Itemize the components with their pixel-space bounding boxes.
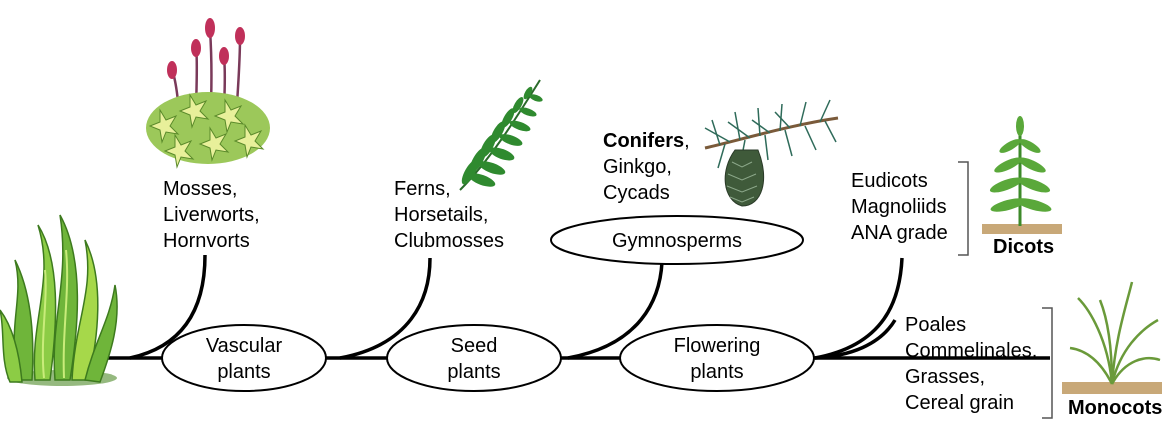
ferns-line-1: Ferns,	[394, 176, 504, 202]
node-vascular-line2: plants	[217, 361, 270, 383]
node-seed-line2: plants	[447, 361, 500, 383]
gymno-line-3: Cycads	[603, 180, 690, 206]
bryophytes-line-2: Liverworts,	[163, 202, 260, 228]
node-flowering-line1: Flowering	[674, 335, 761, 357]
dicot-seedling-icon	[982, 116, 1062, 234]
monocot-line-2: Commelinales,	[905, 338, 1037, 364]
green-algae-icon	[0, 215, 117, 386]
conifer-branch-cone-icon	[705, 100, 838, 206]
monocot-groups-label: Poales Commelinales, Grasses, Cereal gra…	[905, 312, 1037, 416]
bryophytes-label: Mosses, Liverworts, Hornvorts	[163, 176, 260, 254]
ferns-line-3: Clubmosses	[394, 228, 504, 254]
conifers-text: Conifers	[603, 130, 684, 152]
monocot-bracket	[1042, 308, 1052, 418]
node-flowering-line2: plants	[690, 361, 743, 383]
node-vascular-line1: Vascular	[206, 335, 283, 357]
node-seed-line1: Seed	[451, 335, 498, 357]
ferns-label: Ferns, Horsetails, Clubmosses	[394, 176, 504, 254]
monocot-line-4: Cereal grain	[905, 390, 1037, 416]
dicot-groups-label: Eudicots Magnoliids ANA grade	[851, 168, 948, 246]
gymnosperm-groups-label: Conifers, Ginkgo, Cycads	[603, 128, 690, 206]
bryophytes-line-1: Mosses,	[163, 176, 260, 202]
monocot-line-1: Poales	[905, 312, 1037, 338]
branch-monocots	[815, 320, 895, 358]
conifers-comma: ,	[684, 130, 690, 152]
gymno-line-1: Conifers,	[603, 128, 690, 154]
dicots-title: Dicots	[993, 234, 1054, 260]
bryophytes-line-3: Hornvorts	[163, 228, 260, 254]
moss-icon	[146, 18, 270, 167]
ferns-line-2: Horsetails,	[394, 202, 504, 228]
node-gymnosperms-label: Gymnosperms	[612, 230, 742, 252]
dicot-line-2: Magnoliids	[851, 194, 948, 220]
dicot-line-1: Eudicots	[851, 168, 948, 194]
monocot-line-3: Grasses,	[905, 364, 1037, 390]
fern-frond-icon	[459, 80, 544, 190]
monocots-title: Monocots	[1068, 395, 1162, 421]
grass-seedling-icon	[1062, 282, 1162, 394]
dicot-line-3: ANA grade	[851, 220, 948, 246]
gymno-line-2: Ginkgo,	[603, 154, 690, 180]
dicot-bracket	[958, 162, 968, 255]
branch-dicots	[815, 258, 902, 358]
